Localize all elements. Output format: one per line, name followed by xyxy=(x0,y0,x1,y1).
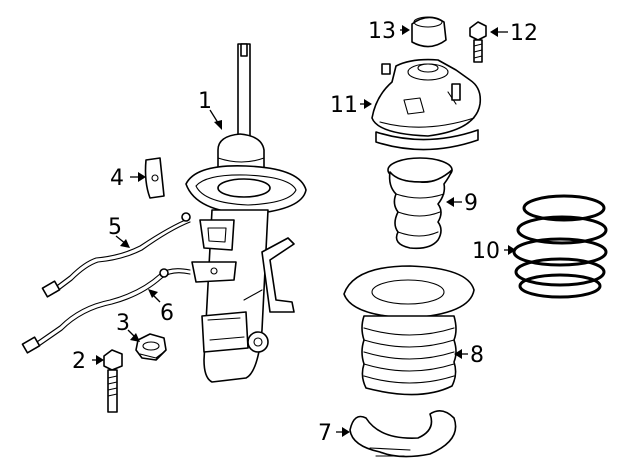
callout-12: 12 xyxy=(510,21,538,46)
top-nut-part xyxy=(411,16,447,48)
arrow-9 xyxy=(446,197,454,207)
callout-11: 11 xyxy=(330,93,358,118)
nut-part xyxy=(135,333,167,361)
callout-1: 1 xyxy=(198,89,212,114)
arrow-6 xyxy=(148,289,158,298)
sensor-wire-upper-part xyxy=(41,212,191,298)
callout-5: 5 xyxy=(108,215,122,240)
callout-10: 10 xyxy=(472,239,500,264)
callout-2: 2 xyxy=(72,349,86,374)
callout-9: 9 xyxy=(464,191,478,216)
arrow-13 xyxy=(402,25,410,35)
callout-labels: 1 2 3 4 5 6 7 8 9 10 11 12 13 xyxy=(72,19,538,446)
arrow-7 xyxy=(342,427,350,437)
bracket-clip-part xyxy=(144,157,165,199)
callout-3: 3 xyxy=(116,311,130,336)
callout-7: 7 xyxy=(318,421,332,446)
sensor-wire-lower-part xyxy=(21,268,191,354)
bolt-part xyxy=(103,349,123,413)
arrow-5 xyxy=(120,239,130,248)
callout-8: 8 xyxy=(470,343,484,368)
arrow-8 xyxy=(454,349,462,359)
coil-spring-part xyxy=(512,194,608,299)
arrow-12 xyxy=(490,27,498,37)
callout-13: 13 xyxy=(368,19,396,44)
callout-4: 4 xyxy=(110,166,124,191)
arrow-2 xyxy=(96,355,104,365)
strut-assembly-part xyxy=(185,43,307,383)
arrow-11 xyxy=(364,99,372,109)
arrow-10 xyxy=(508,245,516,255)
bump-stop-part xyxy=(387,157,453,250)
leader-lines xyxy=(92,25,516,437)
strut-mount-part xyxy=(371,58,482,151)
arrow-4 xyxy=(138,172,146,182)
lower-spring-insulator-part xyxy=(349,410,457,458)
small-bolt-part xyxy=(469,21,487,63)
arrow-3 xyxy=(130,333,140,342)
arrow-1 xyxy=(214,120,222,130)
dust-boot-part xyxy=(343,265,475,396)
callout-6: 6 xyxy=(160,301,174,326)
